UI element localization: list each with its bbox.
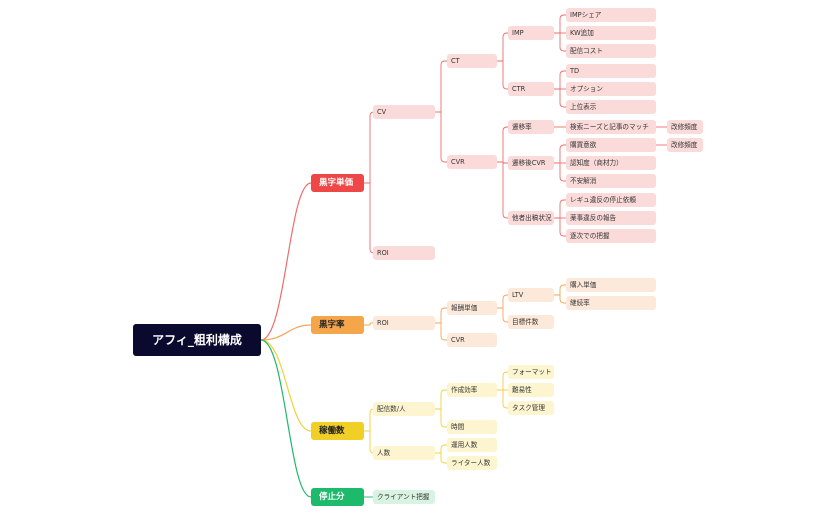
branch-teishi-bun[interactable]: 停止分 — [311, 488, 364, 506]
connector-line — [435, 389, 447, 410]
node-improve-freq-1[interactable]: 改修頻度 — [667, 120, 703, 134]
node-post-cvr[interactable]: 遷移後CVR — [508, 156, 554, 170]
node-roi-red[interactable]: ROI — [373, 246, 435, 260]
connector-line — [554, 217, 566, 237]
branch-label: 黒字率 — [319, 319, 345, 330]
node-target-count[interactable]: 目標件数 — [508, 315, 554, 329]
node-purchase-intent[interactable]: 購買意欲 — [566, 138, 656, 152]
root-label: アフィ_粗利構成 — [152, 333, 242, 347]
node-regula-stop[interactable]: レギュ違反の停止依頼 — [566, 193, 656, 207]
connector-line — [260, 339, 312, 432]
node-search-match[interactable]: 検索ニーズと記事のマッチ — [566, 120, 656, 134]
connector-line — [435, 307, 447, 324]
connector-line — [497, 126, 508, 163]
node-cvr[interactable]: CVR — [447, 155, 497, 169]
connector-line — [364, 111, 375, 184]
connector-line — [554, 14, 566, 34]
connector-line — [497, 371, 508, 391]
node-time[interactable]: 時間 — [447, 420, 497, 434]
connector-line — [497, 389, 508, 409]
node-imp-share[interactable]: IMPシェア — [566, 8, 656, 22]
connector-line — [497, 32, 508, 62]
node-top-display[interactable]: 上位表示 — [566, 100, 656, 114]
branch-kado-su[interactable]: 稼働数 — [311, 422, 364, 440]
branch-label: 黒字単価 — [319, 177, 354, 188]
node-roi-orange[interactable]: ROI — [373, 316, 435, 330]
node-efficiency[interactable]: 作成効率 — [447, 383, 497, 397]
node-transition-rate[interactable]: 遷移率 — [508, 120, 554, 134]
connector-line — [435, 60, 447, 113]
node-format[interactable]: フォーマット — [508, 365, 554, 379]
node-cv[interactable]: CV — [373, 105, 435, 119]
connector-line — [435, 408, 447, 428]
connector-line — [497, 60, 508, 90]
branch-kuroji-ritsu[interactable]: 黒字率 — [311, 316, 364, 334]
connector-line — [260, 324, 312, 341]
connector-line — [435, 322, 447, 341]
branch-label: 稼働数 — [319, 425, 345, 436]
connector-line — [260, 182, 312, 341]
node-difficulty[interactable]: 難易性 — [508, 383, 554, 397]
node-writers[interactable]: ライター人数 — [447, 456, 497, 470]
branch-label: 停止分 — [319, 491, 345, 502]
connector-line — [554, 162, 566, 182]
node-headcount[interactable]: 人数 — [373, 446, 435, 460]
branch-kuroji-tanka[interactable]: 黒字単価 — [311, 174, 364, 192]
connector-line — [554, 284, 566, 296]
node-td[interactable]: TD — [566, 64, 656, 78]
node-reward-price[interactable]: 報酬単価 — [447, 301, 497, 315]
connector-line — [260, 339, 312, 498]
connector-line — [497, 294, 508, 309]
connector-line — [554, 88, 566, 108]
node-option[interactable]: オプション — [566, 82, 656, 96]
connector-line — [554, 144, 566, 164]
node-task-mgmt[interactable]: タスク管理 — [508, 401, 554, 415]
connector-line — [435, 452, 447, 464]
connector-line — [497, 307, 508, 323]
node-improve-freq-2[interactable]: 改修頻度 — [667, 138, 703, 152]
connector-line — [364, 322, 373, 326]
node-continue-rate[interactable]: 継続率 — [566, 296, 656, 310]
node-yakuji-report[interactable]: 薬事違反の報告 — [566, 211, 656, 225]
connector-line — [554, 199, 566, 219]
connector-line — [497, 161, 508, 219]
node-cvr-orange[interactable]: CVR — [447, 333, 497, 347]
connector-line — [435, 444, 447, 454]
node-awareness[interactable]: 認知度（商材力） — [566, 156, 656, 170]
node-ct[interactable]: CT — [447, 54, 497, 68]
connector-line — [364, 182, 375, 254]
node-other-status[interactable]: 他者出稿状況 — [508, 211, 554, 225]
node-ltv[interactable]: LTV — [508, 288, 554, 302]
node-anxiety[interactable]: 不安解消 — [566, 174, 656, 188]
node-kw-add[interactable]: KW追加 — [566, 26, 656, 40]
connector-line — [554, 32, 566, 52]
node-client-check[interactable]: クライアント把握 — [373, 490, 435, 504]
node-purchase-price[interactable]: 購入単価 — [566, 278, 656, 292]
node-imp[interactable]: IMP — [508, 26, 554, 40]
connector-line — [435, 111, 447, 163]
node-per-person[interactable]: 配信数/人 — [373, 402, 435, 416]
node-sequential-check[interactable]: 逐次での把握 — [566, 229, 656, 243]
connector-line — [554, 294, 566, 304]
connector-line — [554, 70, 566, 90]
node-delivery-cost[interactable]: 配信コスト — [566, 44, 656, 58]
root-node[interactable]: アフィ_粗利構成 — [133, 324, 261, 356]
node-ctr[interactable]: CTR — [508, 82, 554, 96]
node-ops-staff[interactable]: 運用人数 — [447, 438, 497, 452]
